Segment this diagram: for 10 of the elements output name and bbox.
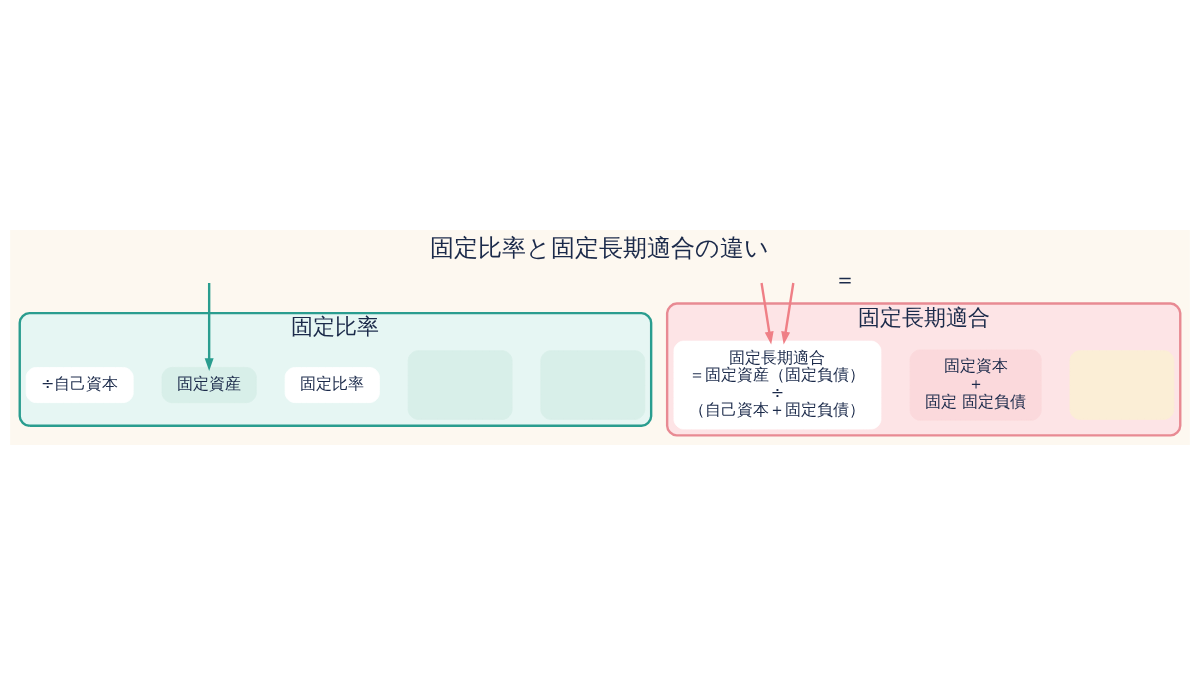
node-box [540, 350, 646, 420]
node-box: 固定比率 [284, 367, 380, 404]
diagram-title: 固定比率と固定長期適合の違い [430, 233, 770, 262]
arrow [781, 282, 795, 345]
node-box: 固定長期適合 ＝固定資産（固定負債） ÷ （自己資本＋固定負債） [673, 340, 882, 430]
label: ＝ [834, 266, 857, 293]
arrow [204, 283, 214, 371]
node-box: 固定資産 [161, 367, 257, 404]
arrow [760, 282, 774, 345]
node-box: ÷自己資本 [25, 367, 134, 404]
